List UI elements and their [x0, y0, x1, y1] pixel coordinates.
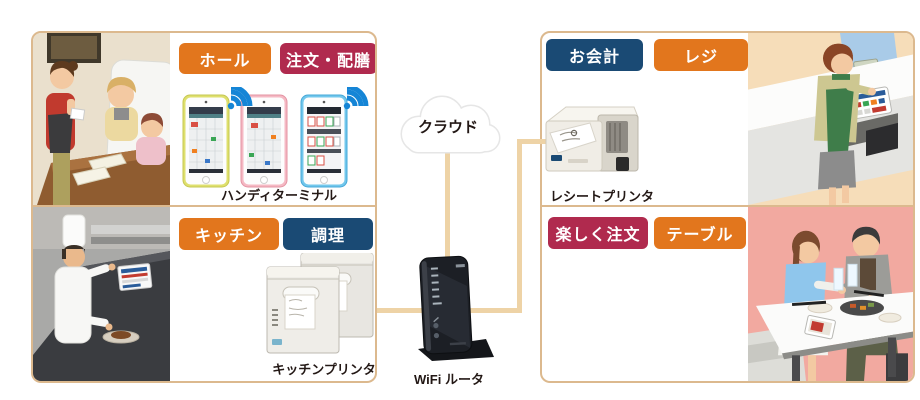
wifi-router-image	[402, 253, 496, 367]
table-badge: テーブル	[654, 217, 746, 249]
wifi-signal-icon	[227, 84, 253, 110]
wifi-router-label: WiFi ルータ	[414, 372, 484, 387]
kitchen-printer-label: キッチンプリンタ	[272, 362, 376, 377]
connector-vertical-right	[517, 139, 522, 313]
handy-terminals-image	[181, 84, 375, 189]
order-serve-badge: 注文・配膳	[280, 43, 375, 74]
store-floor-box: ホール 注文・配膳	[31, 31, 377, 383]
table-illustration	[748, 207, 913, 381]
wifi-signal-icon	[343, 84, 369, 110]
cloud-label: クラウド	[417, 118, 478, 136]
receipt-printer-image	[538, 95, 644, 183]
kitchen-badge: キッチン	[179, 218, 279, 250]
table-section: 楽しく注文 テーブル	[542, 207, 913, 381]
kitchen-printers-image	[265, 252, 375, 355]
hall-section: ホール 注文・配膳	[33, 33, 375, 205]
cloud-shape: クラウド	[389, 88, 507, 164]
hall-illustration	[33, 33, 170, 205]
checkout-badge: お会計	[546, 39, 643, 71]
handy-terminal-blue	[300, 94, 348, 188]
handy-terminal-yellow	[182, 94, 230, 188]
handy-terminal-pink	[240, 94, 288, 188]
connector-to-receipt-printer	[517, 139, 563, 144]
register-badge: レジ	[654, 39, 748, 71]
front-of-house-box: お会計 レジ レシートプリンタ	[540, 31, 915, 383]
left-box-divider	[33, 205, 375, 207]
kitchen-printer-front	[266, 266, 340, 354]
checkout-illustration	[748, 33, 913, 205]
handy-terminal-label: ハンディターミナル	[220, 188, 338, 203]
kitchen-section: キッチン 調理	[33, 207, 375, 381]
receipt-printer-label: レシートプリンタ	[550, 189, 655, 204]
right-box-divider	[542, 205, 913, 207]
hall-badge: ホール	[179, 43, 271, 74]
kitchen-illustration	[33, 207, 170, 381]
connector-cloud-to-router	[445, 150, 450, 265]
cooking-badge: 調理	[283, 218, 373, 250]
fun-ordering-badge: 楽しく注文	[548, 217, 648, 249]
checkout-section: お会計 レジ レシートプリンタ	[542, 33, 913, 205]
